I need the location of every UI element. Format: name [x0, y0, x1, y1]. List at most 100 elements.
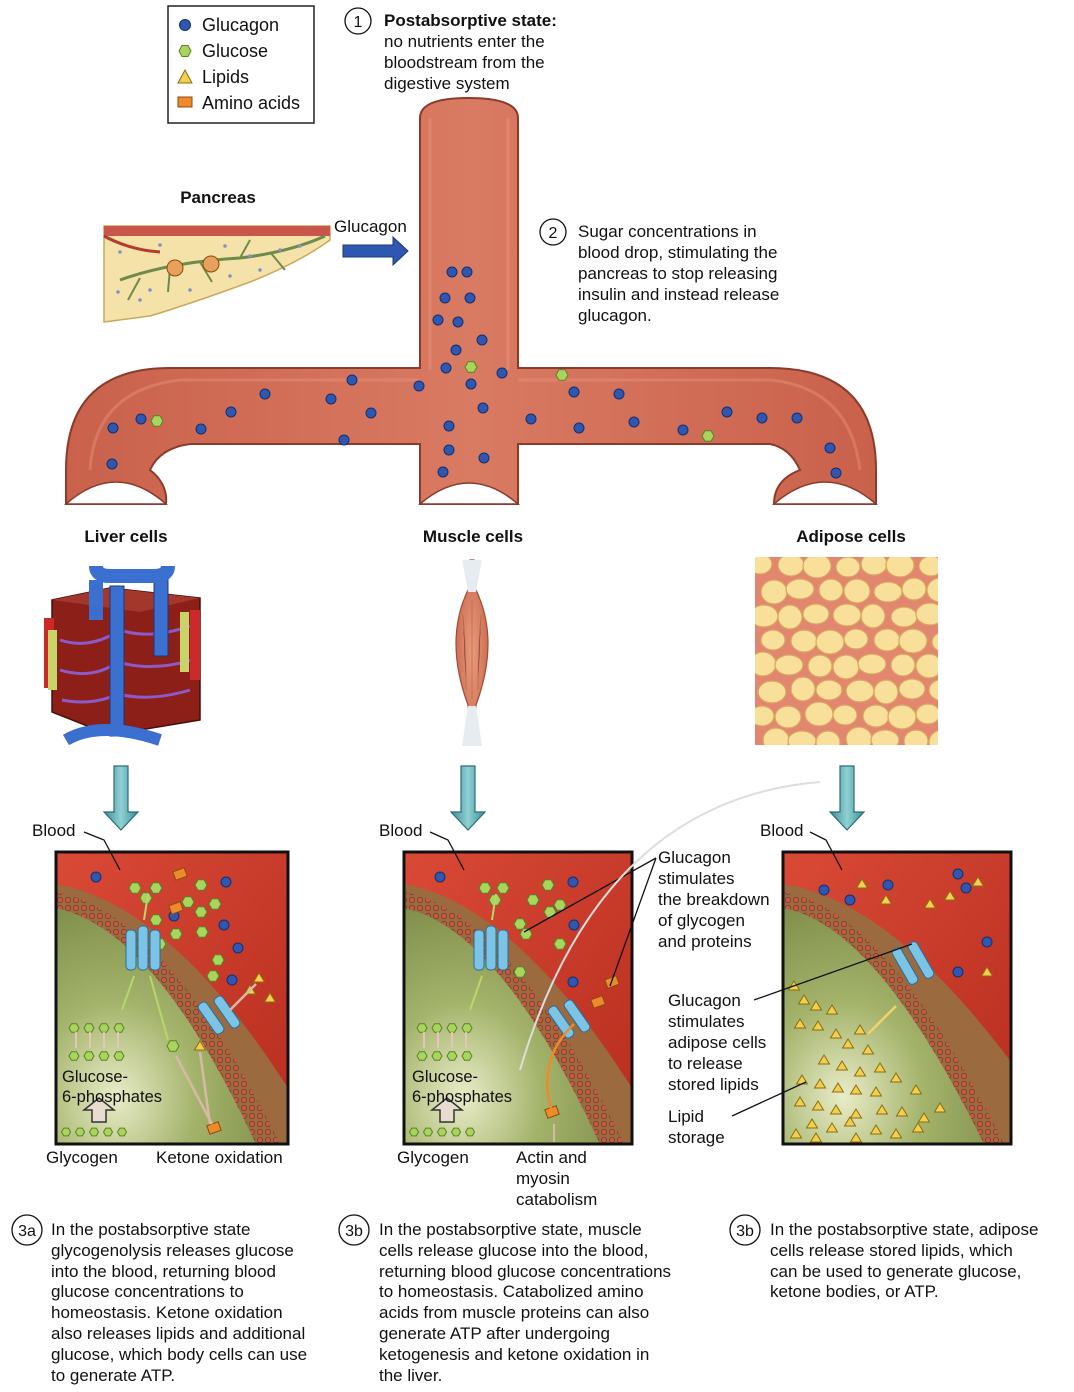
fat-cell	[845, 726, 873, 745]
liver-lobule-illustration	[44, 565, 201, 746]
glucose-icon	[446, 1051, 458, 1061]
fat-cell	[885, 557, 915, 578]
glucose-icon	[139, 892, 153, 904]
lipid-icon	[193, 1040, 207, 1051]
glucose-icon	[513, 966, 527, 978]
glucose-icon	[543, 906, 557, 918]
lipid-icon	[841, 1038, 855, 1049]
glucagon-icon	[844, 894, 856, 906]
adipose-cells-label: Adipose cells	[796, 527, 906, 546]
glucose-icon	[541, 879, 555, 891]
glucagon-icon	[756, 412, 768, 424]
adipose-tissue-illustration	[755, 557, 938, 745]
fat-cell	[760, 629, 786, 651]
glucagon-icon	[195, 423, 207, 435]
legend-glucose-label: Glucose	[202, 41, 268, 61]
glucose-icon	[88, 1127, 100, 1137]
glucagon-icon	[677, 424, 689, 436]
glucose-icon	[98, 1023, 110, 1033]
fat-cell	[755, 557, 773, 575]
glucagon-icon	[981, 936, 993, 948]
glucagon-icon	[461, 266, 473, 278]
step-2-note: 2 Sugar concentrations in blood drop, st…	[539, 218, 779, 325]
liver-cell-panel: Glucose- 6-phosphates	[54, 850, 290, 1146]
vessel-molecules	[106, 266, 842, 479]
glucagon-icon	[443, 444, 455, 456]
glucagon-icon	[567, 976, 579, 988]
lipid-icon	[793, 1096, 807, 1107]
lipid-icon	[853, 1024, 867, 1035]
legend: Glucagon Glucose Lipids Amino acids	[167, 5, 315, 124]
fat-cell	[843, 628, 869, 650]
glucose-icon	[431, 1051, 443, 1061]
glucagon-icon	[106, 458, 118, 470]
glucagon-icon	[259, 388, 271, 400]
muscle-glucagon-callout: Glucagon stimulates the breakdown of gly…	[519, 781, 821, 1071]
fat-cell	[774, 705, 802, 729]
glucose-icon	[416, 1051, 428, 1061]
glucagon-icon	[525, 413, 537, 425]
glucose-icon	[60, 1127, 72, 1137]
fat-cell	[870, 729, 900, 745]
callout-line: Lipid	[668, 1107, 704, 1126]
glucose-icon	[526, 894, 540, 906]
glycogen-label: Glycogen	[46, 1148, 118, 1167]
lipid-icon	[911, 1122, 925, 1133]
callout-line: to release	[668, 1054, 743, 1073]
glucagon-icon	[443, 420, 455, 432]
glucose-icon	[446, 1023, 458, 1033]
lipid-icon	[811, 1020, 825, 1031]
step-1-title: Postabsorptive state:	[384, 11, 557, 30]
blood-label: Blood	[760, 821, 803, 840]
fat-cell	[903, 729, 929, 745]
glucagon-icon	[220, 876, 232, 888]
lipid-icon	[831, 1082, 845, 1093]
glucagon-icon	[325, 393, 337, 405]
lipid-icon	[869, 1086, 883, 1097]
actin-myosin-label-line: catabolism	[516, 1190, 597, 1209]
glucose-icon	[450, 1127, 462, 1137]
lipid-icon	[829, 1104, 843, 1115]
lipid-icon	[843, 1116, 857, 1127]
glucose-icon	[496, 882, 510, 894]
lipid-icon	[263, 992, 277, 1003]
fat-cell	[774, 654, 804, 676]
fat-cell	[857, 653, 887, 675]
lipid-icon	[835, 1060, 849, 1071]
g6p-label-line: Glucose-	[412, 1068, 478, 1086]
callout-line: stored lipids	[668, 1075, 759, 1094]
step-2-line: insulin and instead release	[578, 285, 779, 304]
glucose-icon	[461, 1051, 473, 1061]
fat-cell	[928, 679, 938, 701]
fat-cell	[815, 679, 843, 701]
glucose-icon	[464, 1127, 476, 1137]
glucagon-icon	[338, 434, 350, 446]
step-1-marker	[344, 7, 372, 35]
lipid-icon	[805, 1118, 819, 1129]
lipid-icon	[933, 1102, 947, 1113]
down-arrow-liver	[102, 765, 140, 831]
lipid-icon	[923, 898, 937, 909]
glucose-icon	[701, 430, 715, 442]
glucagon-icon	[107, 422, 119, 434]
glucagon-icon	[478, 452, 490, 464]
fat-cell	[873, 628, 901, 652]
fat-cell	[887, 704, 917, 730]
lipid-icon	[849, 1108, 863, 1119]
glycogen-label: Glycogen	[397, 1148, 469, 1167]
actin-myosin-label-line: Actin and	[516, 1148, 587, 1167]
fat-cell	[860, 557, 888, 576]
pancreas-illustration	[103, 222, 332, 323]
lipid-icon	[252, 972, 266, 983]
glucagon-legend-icon	[179, 19, 191, 31]
glucose-icon	[169, 928, 183, 940]
fat-cell	[790, 629, 818, 653]
glucagon-release-arrow	[342, 235, 409, 267]
glucagon-icon	[465, 378, 477, 390]
lipid-icon	[889, 1072, 903, 1083]
legend-amino-acids-label: Amino acids	[202, 93, 300, 113]
glucagon-icon	[437, 466, 449, 478]
glucagon-icon	[476, 334, 488, 346]
down-arrow-adipose	[828, 765, 866, 831]
step-3b-marker	[338, 1214, 370, 1246]
